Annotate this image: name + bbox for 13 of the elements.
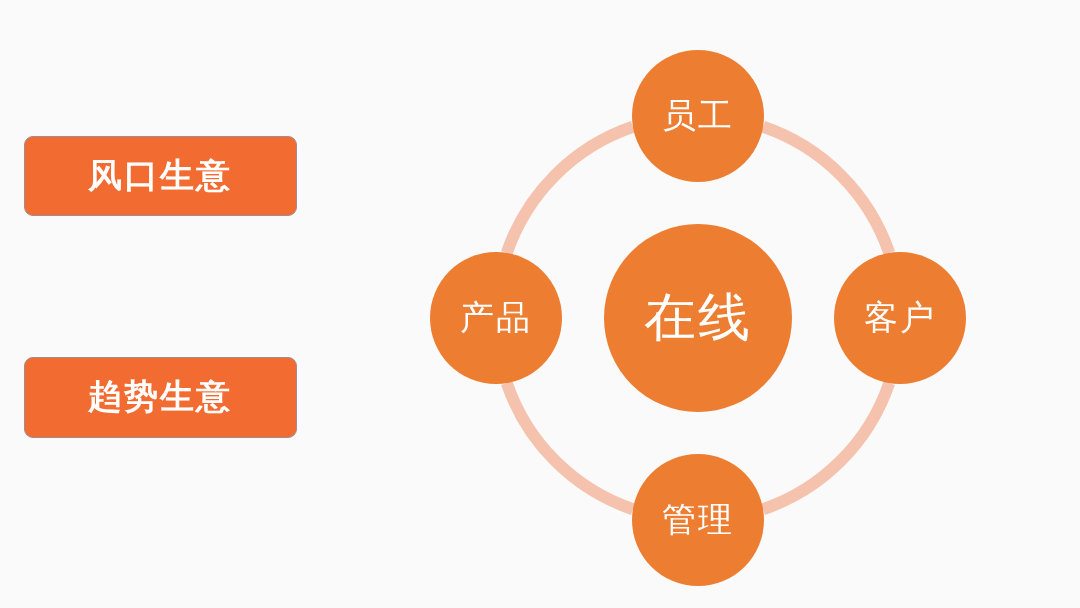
circle-label: 客户	[864, 296, 936, 339]
circle-label: 员工	[662, 94, 734, 137]
ring-arc	[760, 121, 895, 256]
circle-label: 在线	[644, 286, 752, 349]
ring-arc	[760, 380, 895, 515]
circle-label: 管理	[662, 498, 734, 541]
circle-label: 产品	[460, 296, 532, 339]
ring-arc	[501, 121, 636, 256]
label-box	[23, 136, 297, 216]
box-label: 趋势生意	[88, 375, 232, 418]
box-label: 风口生意	[88, 154, 232, 197]
label-box	[23, 356, 297, 438]
ring-arc	[501, 380, 636, 515]
